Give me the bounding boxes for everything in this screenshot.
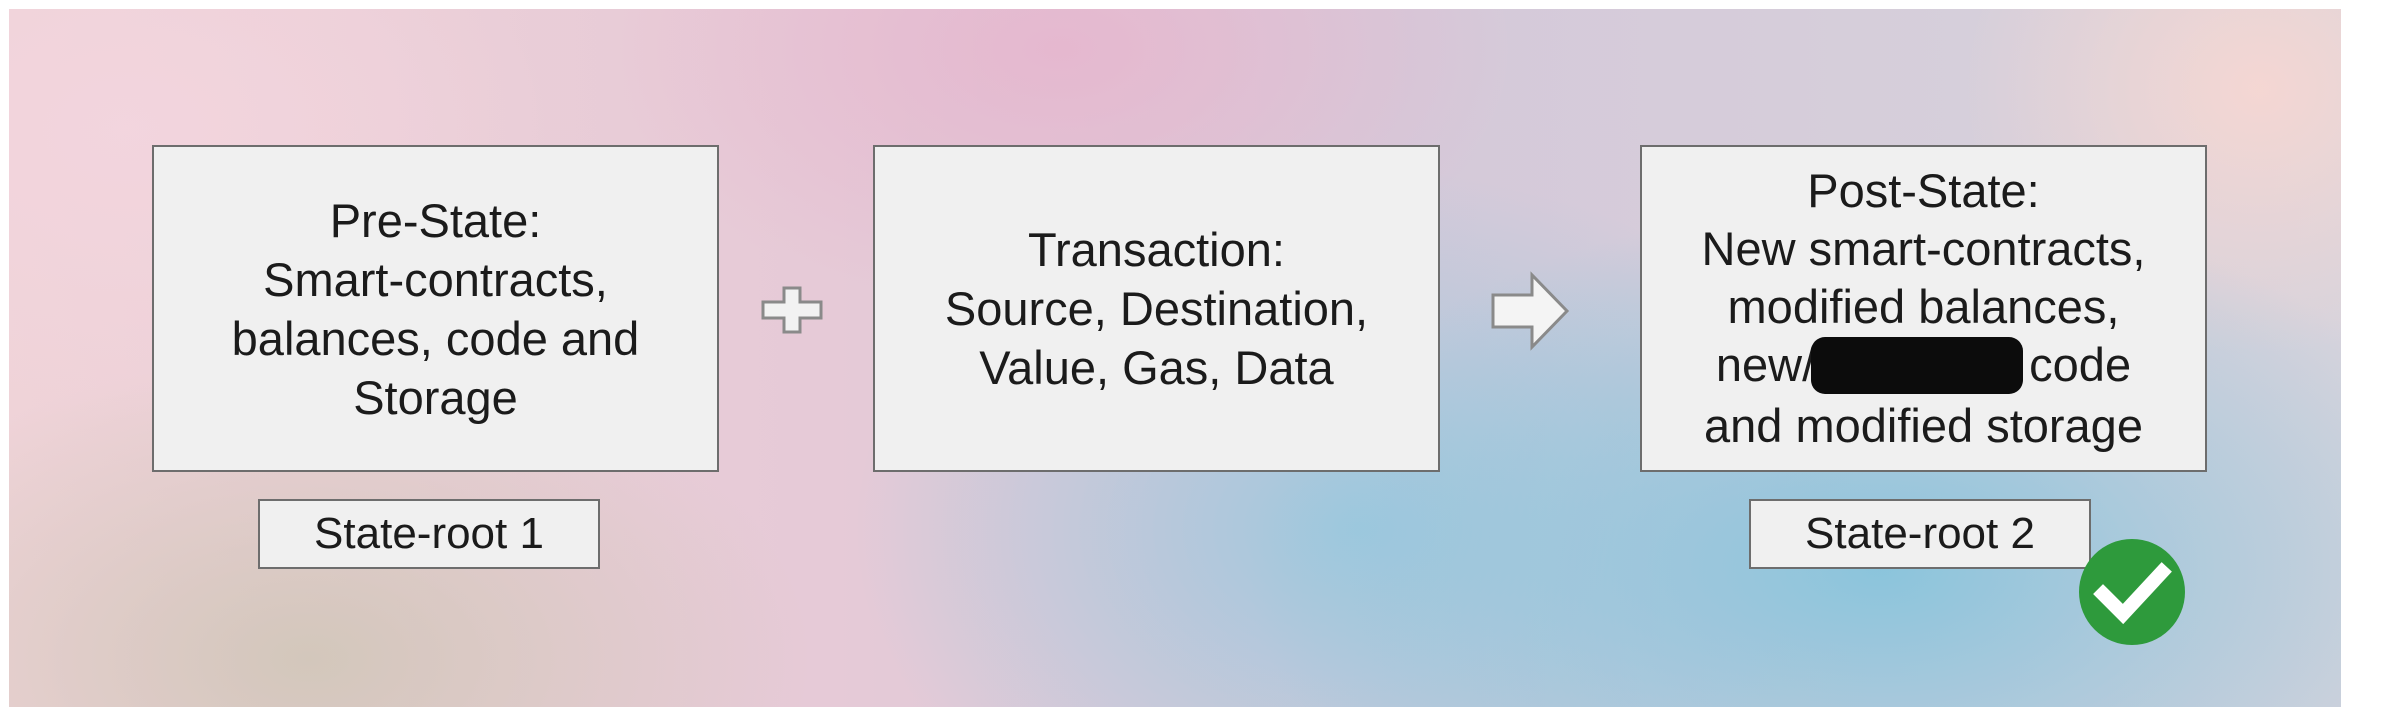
check-circle-icon: [2079, 539, 2185, 645]
transaction-box: Transaction: Source, Destination, Value,…: [873, 145, 1440, 472]
plus-icon: [761, 286, 823, 334]
arrow-right-icon: [1491, 271, 1570, 351]
state-root-1-label: State-root 1: [258, 499, 600, 569]
check-circle-bg: [2079, 539, 2185, 645]
transaction-line-1: Transaction:: [1028, 223, 1285, 276]
pre-state-line-4: Storage: [353, 370, 518, 424]
state-root-2-label: State-root 2: [1749, 499, 2091, 569]
diagram-slide: Pre-State: Smart-contracts, balances, co…: [9, 9, 2341, 707]
transaction-line-3: Value, Gas, Data: [979, 341, 1334, 394]
pre-state-line-2: Smart-contracts,: [263, 252, 608, 306]
post-state-line-4-end: code: [2029, 337, 2132, 391]
post-state-line-1: Post-State:: [1807, 163, 2040, 217]
post-state-line-5: and modified storage: [1704, 399, 2143, 453]
post-state-line-4-start: new/: [1715, 337, 1816, 391]
transaction-line-2: Source, Destination,: [944, 282, 1369, 335]
pre-state-box: Pre-State: Smart-contracts, balances, co…: [152, 145, 719, 472]
post-state-line-2: New smart-contracts,: [1701, 221, 2146, 275]
post-state-line-4: new/code: [1702, 336, 2146, 397]
pre-state-line-1: Pre-State:: [329, 193, 542, 247]
pre-state-line-3: balances, code and: [231, 311, 640, 365]
post-state-box: Post-State: New smart-contracts, modifie…: [1640, 145, 2207, 472]
redaction-bar: [1811, 337, 2024, 395]
post-state-line-3: modified balances,: [1727, 279, 2120, 333]
